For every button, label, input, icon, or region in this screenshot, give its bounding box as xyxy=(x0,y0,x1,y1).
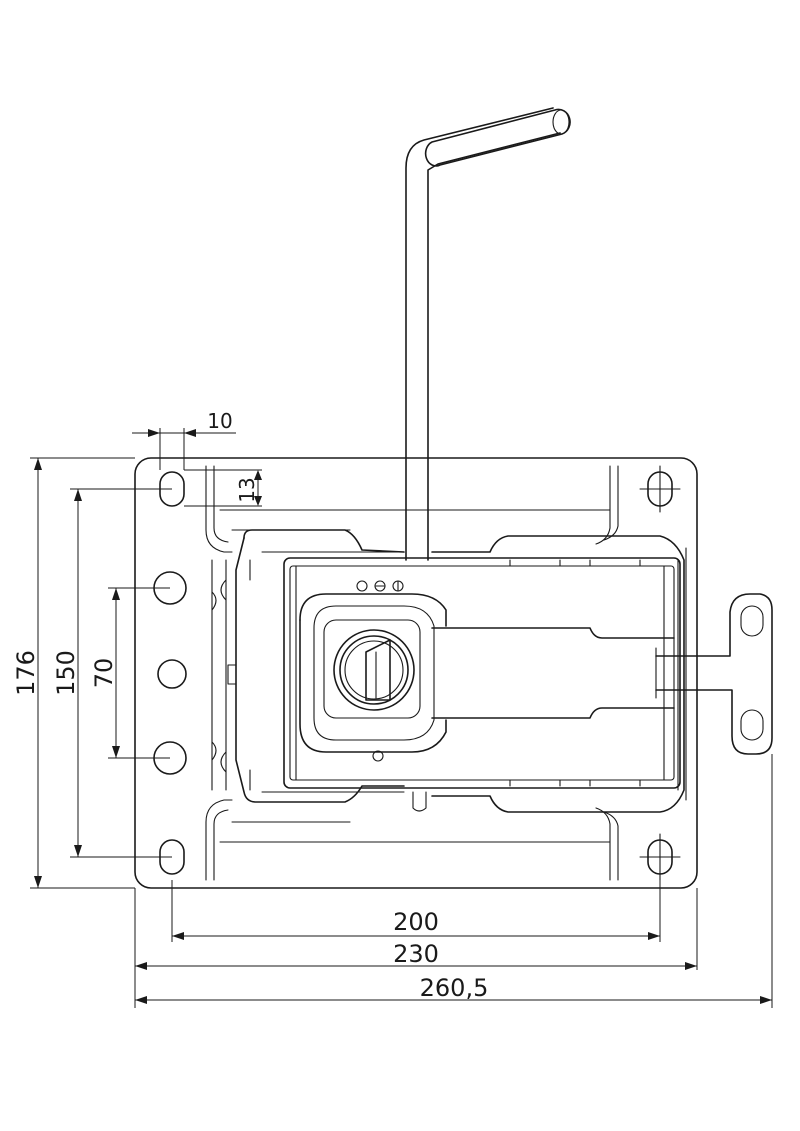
crank-handle xyxy=(405,107,571,812)
dim-200-label: 200 xyxy=(393,908,439,936)
dim-150-label: 150 xyxy=(52,650,80,696)
mounting-hole-top-right xyxy=(639,465,681,513)
dim-10-label: 10 xyxy=(207,409,232,433)
screw-left xyxy=(356,580,368,592)
dim-70-label: 70 xyxy=(90,658,118,689)
inner-hole-middle xyxy=(157,659,187,689)
central-bearing xyxy=(323,619,421,719)
mounting-hole-bottom-right xyxy=(639,833,681,881)
dim-260-5-label: 260,5 xyxy=(420,974,489,1002)
side-key xyxy=(655,593,773,755)
dim-230-label: 230 xyxy=(393,940,439,968)
dimension-lines xyxy=(30,428,773,1008)
slide-housing xyxy=(227,529,685,813)
dim-176-label: 176 xyxy=(12,650,40,696)
top-cover xyxy=(299,580,675,762)
base-plate xyxy=(134,457,698,889)
screw-mid xyxy=(374,580,386,592)
screw-bottom xyxy=(372,750,384,762)
dim-13-label: 13 xyxy=(235,477,259,502)
